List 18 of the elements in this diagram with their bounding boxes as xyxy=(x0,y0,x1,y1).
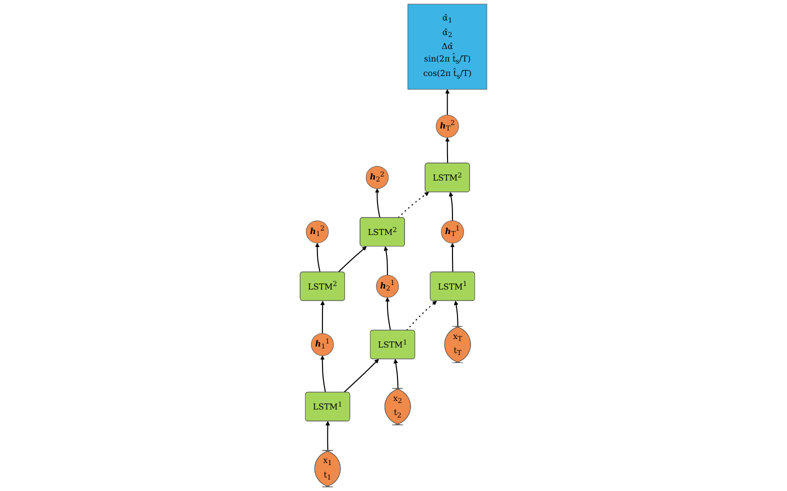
arrow xyxy=(445,89,450,115)
arrow xyxy=(406,300,437,331)
arrow xyxy=(384,246,388,276)
arrow xyxy=(320,355,326,393)
arrow xyxy=(394,358,398,389)
arrow xyxy=(445,137,450,164)
arrow xyxy=(374,188,380,218)
arrow xyxy=(385,297,391,330)
arrow xyxy=(315,242,320,272)
arrow xyxy=(325,421,330,451)
arrow xyxy=(454,300,458,327)
arrow xyxy=(448,192,454,221)
arrow xyxy=(344,358,379,393)
node-box: α̂$_{1}$ α̂$_{2}$ Δα̂ sin(2π t̂$_{s}$/T) cos(2π t̂$_{s}$/T) xyxy=(408,4,488,90)
arrow xyxy=(320,300,325,334)
arrow xyxy=(398,192,429,218)
arrow xyxy=(338,246,367,272)
arrow xyxy=(450,242,455,272)
